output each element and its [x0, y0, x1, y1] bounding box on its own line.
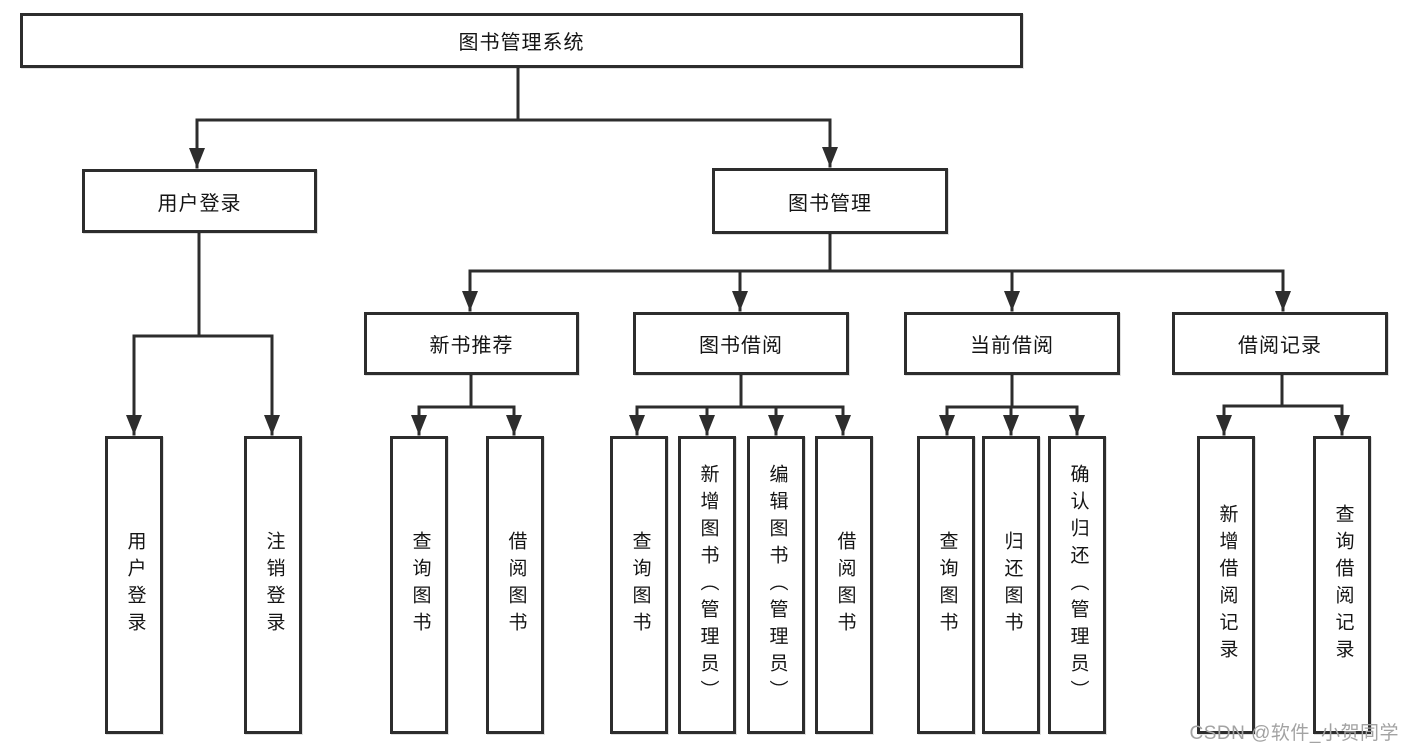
node-leaf-edit-book-admin-label: 编辑图书（管理员）: [766, 463, 788, 707]
node-library-management-system-label: 图书管理系统: [458, 32, 585, 54]
node-leaf-confirm-return-admin-label: 确认归还（管理员）: [1067, 463, 1089, 707]
node-borrow-records: 借阅记录: [1172, 312, 1388, 375]
node-book-management-label: 图书管理: [788, 192, 872, 215]
connector-root-to-level2: [189, 66, 838, 169]
node-book-borrow: 图书借阅: [633, 312, 849, 375]
node-leaf-query-book-1-label: 查询图书: [409, 531, 431, 639]
node-leaf-query-book-2: 查询图书: [610, 436, 668, 734]
node-user-login-label: 用户登录: [157, 192, 242, 215]
connector-current-borrow-group: [939, 373, 1085, 436]
node-leaf-query-borrow-record: 查询借阅记录: [1313, 436, 1371, 734]
node-new-book-recommend-label: 新书推荐: [429, 335, 514, 357]
csdn-watermark: CSDN @软件_小贺同学: [1189, 723, 1399, 744]
node-leaf-borrow-book-1: 借阅图书: [486, 436, 544, 734]
connector-book-management-group: [462, 232, 1291, 312]
node-leaf-add-book-admin-label: 新增图书（管理员）: [697, 463, 719, 707]
node-leaf-add-borrow-record-label: 新增借阅记录: [1216, 504, 1238, 666]
connector-borrow-records-group: [1216, 373, 1350, 436]
node-leaf-borrow-book-1-label: 借阅图书: [505, 531, 527, 639]
node-new-book-recommend: 新书推荐: [364, 312, 579, 375]
node-leaf-logout-label: 注销登录: [263, 531, 285, 639]
node-leaf-add-book-admin: 新增图书（管理员）: [678, 436, 736, 734]
node-book-borrow-label: 图书借阅: [699, 335, 783, 357]
node-borrow-records-label: 借阅记录: [1238, 335, 1322, 357]
node-leaf-user-login: 用户登录: [105, 436, 163, 734]
node-leaf-logout: 注销登录: [244, 436, 302, 734]
connector-book-borrow-group: [629, 373, 851, 436]
node-leaf-borrow-book-2-label: 借阅图书: [834, 531, 856, 639]
node-leaf-add-borrow-record: 新增借阅记录: [1197, 436, 1255, 734]
node-leaf-return-book-label: 归还图书: [1001, 531, 1023, 639]
node-book-management: 图书管理: [712, 168, 948, 234]
node-leaf-return-book: 归还图书: [982, 436, 1040, 734]
connector-user-login-group: [126, 231, 280, 436]
node-leaf-edit-book-admin: 编辑图书（管理员）: [747, 436, 805, 734]
node-current-borrow-label: 当前借阅: [970, 335, 1054, 357]
node-leaf-query-book-2-label: 查询图书: [629, 531, 651, 639]
node-leaf-query-book-3: 查询图书: [917, 436, 975, 734]
node-leaf-query-book-1: 查询图书: [390, 436, 448, 734]
node-leaf-user-login-label: 用户登录: [124, 531, 146, 639]
node-leaf-query-book-3-label: 查询图书: [936, 531, 958, 639]
node-library-management-system: 图书管理系统: [20, 13, 1023, 68]
node-current-borrow: 当前借阅: [904, 312, 1120, 375]
node-leaf-confirm-return-admin: 确认归还（管理员）: [1048, 436, 1106, 734]
connector-new-book-group: [411, 373, 522, 436]
node-leaf-borrow-book-2: 借阅图书: [815, 436, 873, 734]
node-leaf-query-borrow-record-label: 查询借阅记录: [1332, 504, 1354, 666]
node-user-login: 用户登录: [82, 169, 317, 233]
